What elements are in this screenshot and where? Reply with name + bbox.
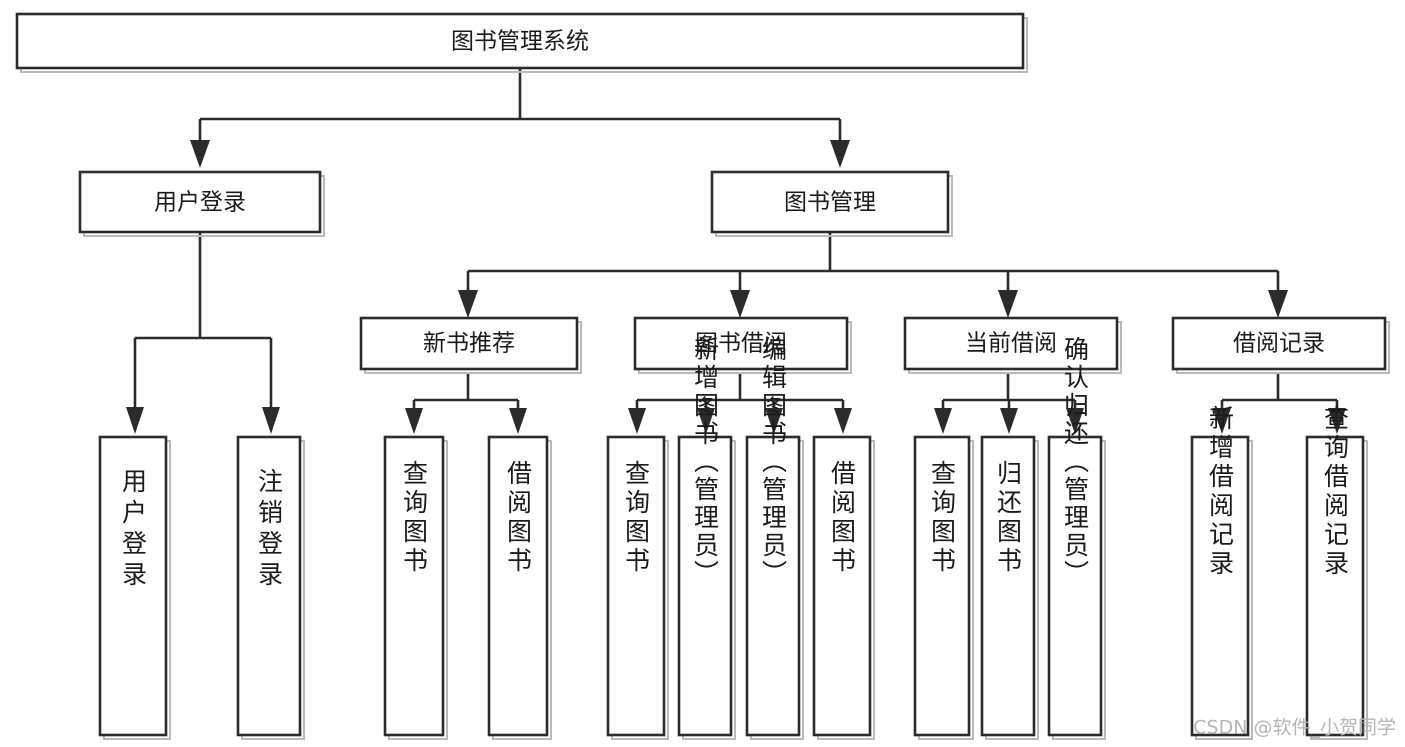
arrow-book-borrow-to-leaf2 [697,408,715,434]
arrow-book-borrow-to-leaf3 [765,408,783,434]
leaf-borrow-book-1[interactable]: 借阅图书 [487,435,552,740]
leaf-query-book-2[interactable]: 查询图书 [606,435,669,740]
arrow-current-borrow-to-leaf2 [1000,408,1018,434]
leaf-edit-book[interactable]: 编辑图书（管理员） [745,336,804,740]
leaf-add-book[interactable]: 新增图书（管理员） [677,336,736,740]
leaf-add-record[interactable]: 新增借阅记录 [1190,405,1253,740]
leaf-query-book-2-label: 查询图书 [622,460,651,576]
node-new-book-recommendation[interactable]: 新书推荐 [359,316,582,374]
arrow-book-borrow-to-leaf4 [834,408,852,434]
leaf-edit-book-label: 编辑图书（管理员） [759,336,788,588]
arrow-root-to-user-login [190,140,210,168]
watermark: CSDN @软件_小贺同学 [1193,717,1396,739]
leaf-query-record[interactable]: 查询借阅记录 [1305,405,1368,740]
node-book-management-label: 图书管理 [784,190,876,216]
leaf-return-book-label: 归还图书 [994,460,1023,576]
node-layer: 图书管理系统 用户登录 图书管理 新书推荐 [15,12,1390,740]
node-current-borrow[interactable]: 当前借阅 [903,316,1122,374]
arrow-borrow-record-to-leaf1 [1213,408,1231,434]
node-new-book-recommendation-label: 新书推荐 [423,331,515,357]
arrow-user-login-to-leaf1 [126,407,144,434]
leaf-borrow-book-2-label: 借阅图书 [828,460,857,576]
leaf-query-book-3[interactable]: 查询图书 [913,435,974,740]
arrow-book-mgmt-to-new-book [458,290,478,318]
node-user-login[interactable]: 用户登录 [78,170,325,237]
arrow-current-borrow-to-leaf3 [1066,408,1084,434]
node-book-borrow-label: 图书借阅 [695,331,787,357]
node-book-borrow[interactable]: 图书借阅 [633,316,852,374]
leaf-return-book[interactable]: 归还图书 [980,435,1039,740]
leaf-query-book-1[interactable]: 查询图书 [383,435,448,740]
leaf-logout-label: 注销登录 [255,468,284,592]
leaf-logout[interactable]: 注销登录 [236,435,305,740]
leaf-query-record-label: 查询借阅记录 [1321,405,1350,579]
connector-layer [126,68,1346,434]
node-book-management[interactable]: 图书管理 [710,170,953,237]
node-current-borrow-label: 当前借阅 [965,331,1057,357]
leaf-user-login[interactable]: 用户登录 [98,435,171,740]
arrow-book-mgmt-to-book-borrow [730,290,750,318]
leaf-confirm-return[interactable]: 确认归还（管理员） [1047,336,1106,740]
node-root[interactable]: 图书管理系统 [15,12,1028,73]
arrow-book-borrow-to-leaf1 [628,408,646,434]
arrow-current-borrow-to-leaf1 [934,408,952,434]
leaf-borrow-book-2[interactable]: 借阅图书 [812,435,875,740]
leaf-confirm-return-label: 确认归还（管理员） [1061,336,1090,588]
leaf-borrow-book-1-label: 借阅图书 [504,460,533,576]
arrow-user-login-to-leaf2 [262,407,280,434]
arrow-book-mgmt-to-borrow-record [1268,290,1288,318]
arrow-new-book-to-leaf1 [405,408,423,434]
arrow-borrow-record-to-leaf2 [1328,408,1346,434]
leaf-add-book-label: 新增图书（管理员） [691,336,720,588]
leaf-query-book-1-label: 查询图书 [400,460,429,576]
leaf-add-record-label: 新增借阅记录 [1206,405,1235,579]
node-root-label: 图书管理系统 [451,29,589,55]
leaf-user-login-label: 用户登录 [119,468,148,592]
node-user-login-label: 用户登录 [154,190,246,216]
node-borrow-record-label: 借阅记录 [1233,331,1325,357]
arrow-book-mgmt-to-current-borrow [998,290,1018,318]
leaf-query-book-3-label: 查询图书 [928,460,957,576]
arrow-new-book-to-leaf2 [509,408,527,434]
node-borrow-record[interactable]: 借阅记录 [1171,316,1390,374]
arrow-root-to-book-mgmt [830,140,850,168]
